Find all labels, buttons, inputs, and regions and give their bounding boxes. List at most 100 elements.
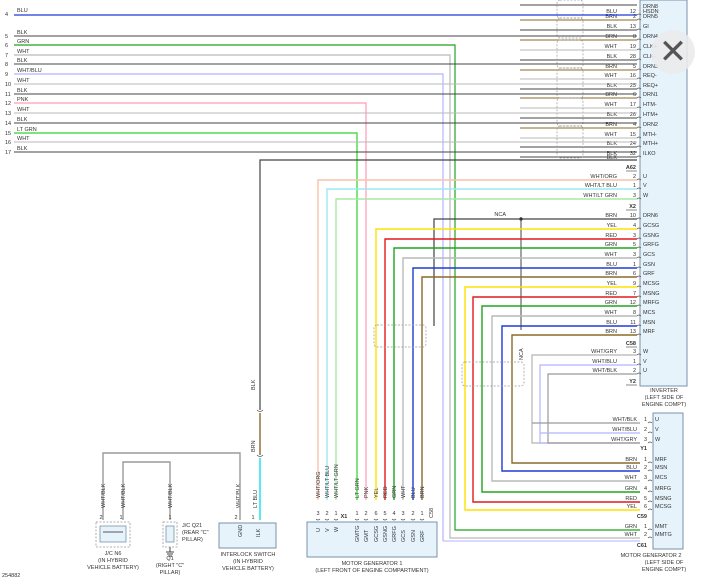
wire-color-label: RED — [625, 496, 637, 502]
signal-name: GCS — [401, 530, 407, 542]
signal-name: V — [655, 427, 659, 433]
connector-pin — [636, 353, 642, 356]
wire-color-label: WHT/LT GRN — [583, 193, 617, 199]
close-icon: ✕ — [658, 32, 688, 72]
connector-pin — [636, 87, 642, 90]
jcn6-label: J/C N6 — [105, 551, 122, 557]
pin-number: 6 — [633, 271, 636, 277]
connector-pin — [636, 116, 642, 119]
wire-color-label: WHT/GRY — [611, 437, 637, 443]
wire-color-label: YEL — [374, 488, 380, 498]
close-button[interactable]: ✕ — [651, 30, 695, 74]
pin-number: 3 — [633, 349, 636, 355]
wire-color-label: RED — [605, 233, 617, 239]
signal-name: MCS — [643, 310, 656, 316]
connector-pin — [636, 237, 642, 240]
connector-pin — [636, 18, 642, 21]
wire-color-label: GRN — [625, 524, 637, 530]
pin-number: 6 — [644, 504, 647, 510]
connector-pin — [636, 68, 642, 71]
wire-color-label: BLU — [17, 8, 28, 14]
mg1-box — [306, 521, 438, 558]
signal-name: GND — [238, 525, 244, 537]
pin-number: 5 — [633, 64, 636, 70]
bus-number: 14 — [5, 121, 11, 127]
bus-number: 11 — [5, 92, 11, 98]
wire — [14, 73, 444, 541]
connector-pin — [636, 178, 642, 181]
connector-pin — [636, 38, 642, 41]
pin-number: 1 — [420, 511, 423, 517]
signal-name: GSNG — [383, 526, 389, 542]
wire-color-label: PNK — [17, 97, 29, 103]
signal-name: U — [655, 417, 659, 423]
connector-pin — [636, 77, 642, 80]
connector-pin — [256, 454, 264, 457]
wire-color-label: WHT — [17, 107, 30, 113]
wire-color-label: BRN — [625, 457, 637, 463]
pin-number: 8 — [633, 310, 636, 316]
wire — [384, 238, 637, 500]
signal-name: HSDN — [643, 9, 659, 15]
pin-number: 28 — [630, 54, 636, 60]
signal-name: MCSG — [655, 504, 672, 510]
signal-name: CLK+ — [643, 44, 657, 50]
signal-name: W — [655, 437, 661, 443]
connector-pin — [647, 421, 653, 424]
pin-number: 2 — [633, 14, 636, 20]
pin-number: 25 — [630, 83, 636, 89]
connector-pin — [391, 518, 397, 521]
connector-pin — [647, 469, 653, 472]
wire-color-label: BLU — [606, 9, 617, 15]
wire-color-label: BLK — [607, 54, 618, 60]
signal-name: MMT — [655, 524, 668, 530]
wire-color-label: BLK — [17, 117, 28, 123]
mg2-location: (LEFT SIDE OF — [645, 560, 684, 566]
wire — [481, 305, 640, 493]
connector-shell — [556, 39, 584, 69]
wire-color-label: WHT — [604, 73, 617, 79]
connector-pin — [636, 333, 642, 336]
connector-id: Y2 — [629, 379, 636, 385]
wire-color-label: YEL — [627, 504, 637, 510]
connector-pin — [647, 508, 653, 511]
wire-color-label: BRN — [605, 329, 617, 335]
connector-id: Y1 — [640, 446, 647, 452]
pin-number: 1 — [119, 515, 122, 521]
wire-color-label: WHT — [17, 78, 30, 84]
signal-name: MCS — [655, 475, 668, 481]
connector-shell — [556, 67, 584, 99]
connector-pin — [647, 500, 653, 503]
pin-number: 8 — [633, 34, 636, 40]
bus-number: 16 — [5, 140, 11, 146]
signal-name: MRFG — [643, 300, 659, 306]
connector-id: C58 — [429, 508, 435, 518]
signal-name: W — [334, 526, 340, 532]
signal-name: MRF — [643, 329, 656, 335]
bus-number: 4 — [5, 12, 8, 18]
connector-pin — [410, 518, 416, 521]
connector-id: X1 — [341, 514, 348, 520]
pin-number: 3 — [644, 475, 647, 481]
connector-pin — [373, 518, 379, 521]
pin-number: 1 — [168, 515, 171, 521]
wire-color-label: BLK — [607, 155, 618, 161]
wire-color-label: BRN — [605, 14, 617, 20]
wire — [393, 247, 637, 500]
interlock-location: VEHICLE BATTERY) — [222, 566, 274, 572]
wire — [326, 188, 637, 500]
jcn6-location: VEHICLE BATTERY) — [87, 565, 139, 571]
signal-name: DRN8 — [643, 4, 658, 10]
signal-name: GMT — [364, 529, 370, 542]
wire-color-label: WHT/LT BLU — [585, 183, 617, 189]
pin-number: 6 — [374, 511, 377, 517]
jcq21-box — [165, 525, 175, 543]
signal-name: REQ+ — [643, 83, 658, 89]
connector-pin — [647, 528, 653, 531]
signal-name: DRN1 — [643, 92, 658, 98]
connector-id: X2 — [629, 204, 636, 210]
wire — [14, 132, 358, 500]
wire-color-label: BRN — [605, 122, 617, 128]
wire-color-label: WHT/BLU — [612, 427, 637, 433]
